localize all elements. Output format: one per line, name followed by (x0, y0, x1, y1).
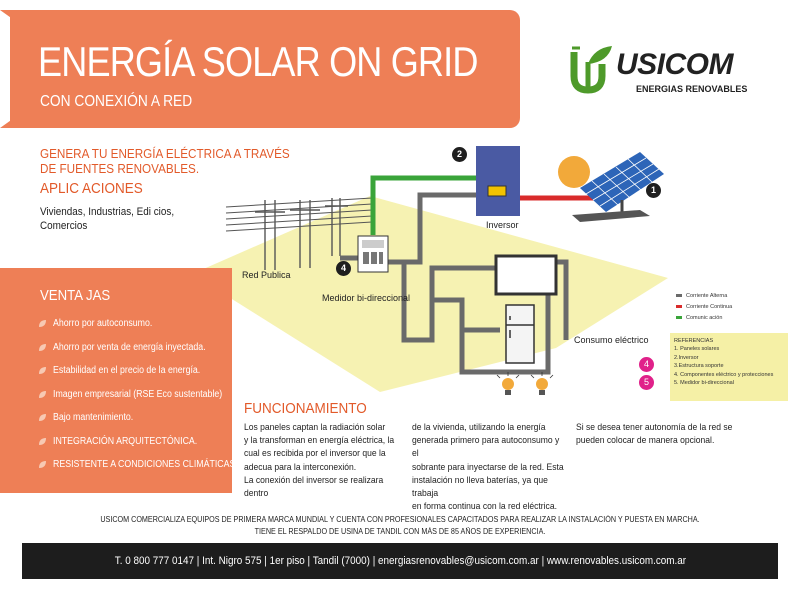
operation-text-col1: Los paneles captan la radiación solar y … (244, 422, 395, 500)
ac-line-consumption (392, 259, 496, 343)
power-lines (225, 197, 373, 232)
inverter-icon (476, 146, 520, 216)
line-legend: Corriente Alterna Corriente Continua Com… (676, 290, 732, 323)
light-bulb-icon (496, 372, 520, 395)
footer-line-2: TIENE EL RESPALDO DE USINA DE TANDIL CON… (254, 527, 546, 536)
operation-text-col2: de la vivienda, utilizando la energía ge… (412, 422, 564, 513)
number-badge-inverter: 2 (452, 147, 467, 162)
ac-line-fridge (432, 297, 500, 333)
refrigerator-icon (505, 304, 535, 364)
applications-title: APLIC ACIONES (40, 180, 143, 197)
label-consumption: Consumo eléctrico (574, 335, 649, 345)
references-title: REFERENCIAS (674, 338, 714, 344)
applications-text: Viviendas, Industrias, Edi cios, Comerci… (40, 206, 175, 232)
list-item: Ahorro por autoconsumo. (38, 312, 263, 336)
light-bulb-icon (530, 372, 554, 395)
leaf-bullet-icon (39, 437, 46, 445)
television-icon (494, 254, 558, 296)
logo-tagline: ENERGIAS RENOVABLES (636, 84, 748, 94)
contact-info[interactable]: T. 0 800 777 0147 | Int. Nigro 575 | 1er… (114, 555, 686, 567)
legend-swatch (676, 305, 682, 308)
label-meter: Medidor bi-direccional (322, 293, 411, 303)
reference-item: 5. Medidor bi-direccional (674, 380, 734, 387)
comm-line (370, 175, 476, 235)
label-red-publica: Red Publica (242, 270, 291, 280)
leaf-bullet-icon (39, 320, 46, 328)
advantages-list: Ahorro por autoconsumo. Ahorro por venta… (38, 312, 263, 477)
number-badge-meter: 4 (336, 261, 351, 276)
list-item: Estabilidad en el precio de la energía. (38, 359, 263, 383)
page-subtitle: CON CONEXIÓN A RED (40, 93, 193, 110)
references-box: REFERENCIAS 1. Paneles solares 2.Inverso… (670, 333, 788, 401)
list-item: RESISTENTE A CONDICIONES CLIMÁTICAS. (38, 453, 263, 477)
operation-text-col3: Si se desea tener autonomía de la red se… (576, 422, 733, 447)
header-notch (0, 10, 10, 128)
usicom-logo: USICOM ENERGIAS RENOVABLES (568, 42, 748, 102)
advantages-title: VENTA JAS (40, 287, 111, 304)
reference-item: 4. Componentes eléctrico y protecciones (674, 371, 774, 378)
legend-swatch (676, 294, 682, 297)
leaf-bullet-icon (39, 343, 46, 351)
label-inverter: Inversor (486, 220, 519, 230)
leaf-bullet-icon (39, 367, 46, 375)
utility-poles (255, 198, 348, 270)
reference-badge-5: 5 (639, 375, 654, 390)
reference-item: 1. Paneles solares (674, 346, 720, 353)
list-item: INTEGRACIÓN ARQUITECTÓNICA. (38, 430, 263, 454)
solar-system-diagram (192, 146, 668, 395)
legend-item: Corriente Alterna (676, 290, 732, 301)
list-item: Bajo mantenimiento. (38, 406, 263, 430)
list-item: Ahorro por venta de energía inyectada. (38, 336, 263, 360)
bidirectional-meter-icon (357, 235, 389, 273)
sun-icon (558, 156, 590, 188)
contact-bar: T. 0 800 777 0147 | Int. Nigro 575 | 1er… (22, 543, 778, 579)
legend-swatch (676, 316, 682, 319)
footer-line-1: USICOM COMERCIALIZA EQUIPOS DE PRIMERA M… (100, 515, 700, 524)
reference-item: 3.Estructura soporte (674, 363, 724, 370)
reference-item: 2.Inversor (674, 354, 699, 361)
advantages-panel (0, 268, 232, 493)
legend-item: Corriente Continua (676, 301, 732, 312)
header-banner (0, 10, 520, 128)
logo-name: USICOM (616, 48, 734, 81)
footer-statement: USICOM COMERCIALIZA EQUIPOS DE PRIMERA M… (0, 514, 800, 538)
operation-title: FUNCIONAMIENTO (244, 400, 367, 417)
list-item: Imagen empresarial (RSE Eco sustentable) (38, 383, 263, 407)
leaf-bullet-icon (39, 461, 46, 469)
intro-headline: GENERA TU ENERGÍA ELÉCTRICA A TRAVÉS DE … (40, 146, 290, 176)
leaf-bullet-icon (39, 390, 46, 398)
leaf-u-logo-icon (570, 46, 612, 94)
page-title: ENERGÍA SOLAR ON GRID (38, 38, 478, 85)
legend-item: Comunic ación (676, 312, 732, 323)
leaf-bullet-icon (39, 414, 46, 422)
reference-badge-4: 4 (639, 357, 654, 372)
ac-line-lights (459, 259, 569, 375)
number-badge-panel: 1 (646, 183, 661, 198)
solar-panel-icon (572, 152, 664, 222)
